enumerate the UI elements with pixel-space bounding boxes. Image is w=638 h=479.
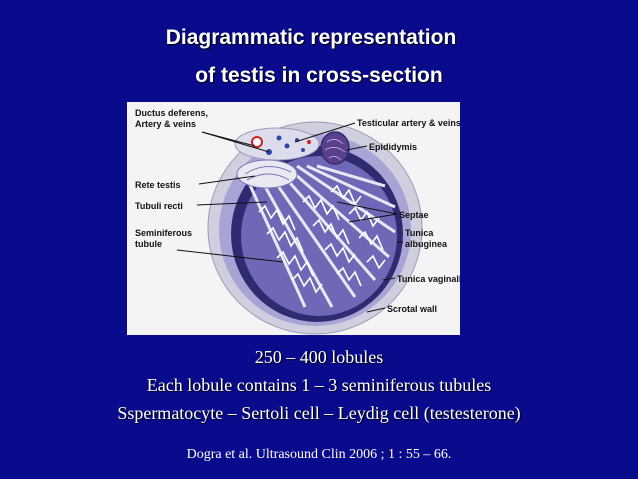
label-tunica-vaginalis: Tunica vaginalis bbox=[397, 274, 460, 284]
ductus-deferens-vessels bbox=[234, 127, 320, 161]
label-rete-testis: Rete testis bbox=[135, 180, 181, 190]
rete-testis bbox=[236, 159, 298, 189]
label-tubuli-recti: Tubuli recti bbox=[135, 201, 183, 211]
caption-tubules-per-lobule: Each lobule contains 1 – 3 seminiferous … bbox=[146, 375, 492, 395]
label-septae: Septae bbox=[399, 210, 429, 220]
testis-interior bbox=[241, 156, 397, 316]
label-seminiferous: Seminiferous bbox=[135, 228, 192, 238]
testis-diagram: Ductus deferens, Artery & veins Testicul… bbox=[127, 102, 460, 335]
slide-title-line1: Diagrammatic representation bbox=[165, 26, 457, 49]
epididymis bbox=[320, 131, 350, 165]
label-tunica: Tunica bbox=[405, 228, 434, 238]
seminiferous-tubules bbox=[258, 184, 386, 294]
label-testicular-artery: Testicular artery & veins bbox=[357, 118, 460, 128]
caption-lobules: 250 – 400 lobules bbox=[254, 347, 384, 367]
label-ductus-deferens: Ductus deferens, bbox=[135, 108, 208, 118]
label-tubule: tubule bbox=[135, 239, 162, 249]
label-albuginea: albuginea bbox=[405, 239, 448, 249]
testis-cross-section-drawing: Ductus deferens, Artery & veins Testicul… bbox=[135, 108, 460, 335]
label-artery-veins: Artery & veins bbox=[135, 119, 196, 129]
reference-citation: Dogra et al. Ultrasound Clin 2006 ; 1 : … bbox=[186, 447, 452, 462]
slide-title-line2: of testis in cross-section bbox=[195, 64, 443, 87]
leader-lines bbox=[176, 122, 403, 313]
caption-cell-types: Sspermatocyte – Sertoli cell – Leydig ce… bbox=[117, 403, 521, 423]
label-scrotal-wall: Scrotal wall bbox=[387, 304, 437, 314]
label-epididymis: Epididymis bbox=[369, 142, 417, 152]
